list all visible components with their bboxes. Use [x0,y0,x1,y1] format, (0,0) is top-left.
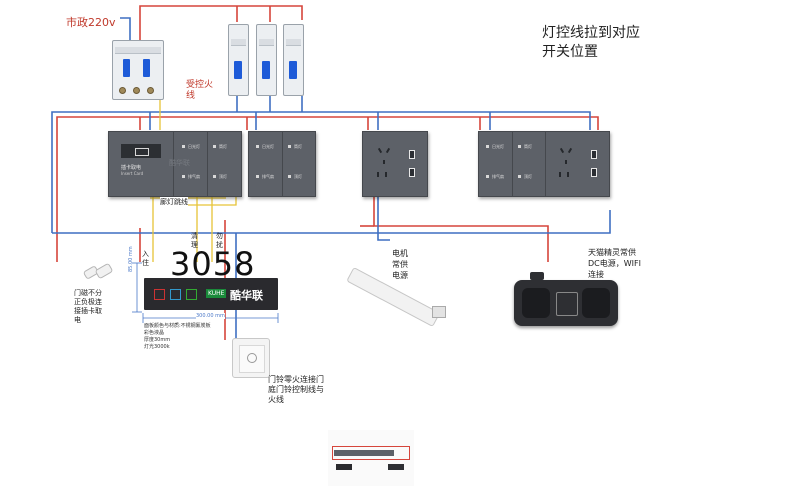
key-label: 日光灯 [262,144,274,149]
dnd-label: 勿扰 [216,232,223,249]
bypass-label: 廊灯跳线 [160,197,188,207]
curtain-motor-icon [344,262,454,328]
controlled-live-label: 受控火线 [186,80,214,101]
brand-logo: KUHE [206,289,227,298]
key-label: 日光灯 [188,144,200,149]
card-switch-panel: 插卡取电 Insert Card 日光灯 排气扇 筒灯 顶灯 酷华联 [108,131,242,197]
doorbell-label: 门铃零火连接门庭门铃控制线与火线 [268,375,324,404]
watermark: 酷华联 [169,159,190,167]
key-label: 顶灯 [524,174,532,179]
doorplate-icon: KUHE 酷华联 [144,278,278,310]
spec-line: 面板颜色与材质:不锈钢氟炭板 [144,323,211,329]
key-label: 排气扇 [492,174,504,179]
breaker-3-icon [283,24,304,96]
usb-port-icon [409,168,415,177]
usb-port-icon [591,150,597,159]
breaker-1-icon [228,24,249,96]
height-dimension: 85.00 mm [128,246,134,272]
spec-line: 厚度30mm [144,337,171,343]
key-label: 筒灯 [294,144,302,149]
spec-line: 彩色液晶 [144,330,165,336]
key-label: 筒灯 [219,144,227,149]
usb-port-icon [591,168,597,177]
socket-icon [363,132,427,196]
spec-line: 灯光3000k [144,344,170,350]
tmall-label: 天猫精灵常供DC电源，WIFI连接 [588,248,641,279]
smart-speaker-icon [514,280,618,326]
card-switch-line1: 插卡取电 [121,165,142,171]
doorbell-icon [232,338,270,378]
key-label: 排气扇 [262,174,274,179]
blue-wire-bus [51,17,611,340]
live-in-label: 入住 [142,250,149,267]
breaker-2-icon [256,24,277,96]
key-label: 顶灯 [219,174,227,179]
width-dimension: 300.00 mm [196,313,225,319]
switch-panel-2: 日光灯 排气扇 筒灯 顶灯 [248,131,316,197]
magnet-sensor-icon [82,262,114,280]
key-label: 日光灯 [492,144,504,149]
key-label: 筒灯 [524,144,532,149]
note-title: 灯控线拉到对应开关位置 [542,25,640,60]
brand-name: 酷华联 [230,289,263,302]
card-switch-line2: Insert Card [121,171,144,176]
power-source-label: 市政220v [66,16,116,29]
socket-icon [545,132,609,196]
main-breaker-icon [112,40,164,100]
clean-label: 清理 [191,232,198,249]
thumbnail-preview [328,430,414,486]
room-number: 3058 [170,245,256,283]
usb-port-icon [409,150,415,159]
doorplate-spec: 面板颜色与材质:不锈钢氟炭板 彩色液晶 厚度30mm 灯光3000k [144,323,211,351]
socket-panel [362,131,428,197]
switch-socket-panel: 日光灯 排气扇 筒灯 顶灯 [478,131,610,197]
motor-label: 电机常供电源 [392,249,408,280]
key-label: 排气扇 [188,174,200,179]
card-switch-icon [121,144,161,158]
magnet-label: 门磁不分正负极连接插卡取电 [74,289,102,324]
key-label: 顶灯 [294,174,302,179]
